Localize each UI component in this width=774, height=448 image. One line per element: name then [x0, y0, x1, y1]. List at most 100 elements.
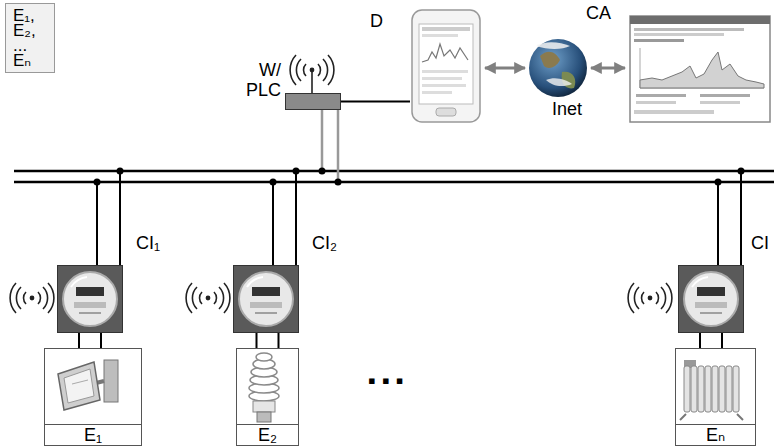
screenshot-frame: [630, 16, 770, 122]
internet-globe: Inet: [528, 38, 588, 98]
bulb-base: [253, 401, 275, 412]
junction-dot: [335, 179, 342, 186]
meter-symbol: [233, 265, 299, 333]
junction-dot: [94, 179, 101, 186]
node-label: D: [370, 12, 383, 32]
globe: [529, 39, 587, 97]
junction-dot: [293, 168, 300, 175]
plc-wire: [337, 110, 340, 182]
appliance-box: Eₙ: [675, 348, 756, 446]
junction-dot: [715, 179, 722, 186]
connector-line: [341, 101, 410, 103]
wall-mount: [104, 360, 118, 402]
meter-symbol: [678, 265, 744, 333]
node-label: W/ PLC: [239, 61, 281, 101]
double-arrow: [485, 67, 525, 70]
tube-turn: [256, 353, 272, 361]
wireless-symbol: [10, 283, 54, 313]
lamp-lens: [64, 369, 94, 403]
cloud: [546, 78, 572, 86]
fin: [691, 366, 697, 412]
radiator-illustration: [676, 349, 749, 425]
gateway-box: W/ PLC: [285, 93, 341, 110]
screen-line: [422, 34, 458, 37]
node-text: E₂: [237, 424, 298, 445]
screen-chart: [422, 44, 468, 62]
node-label: CA: [586, 4, 611, 24]
meter-box: CI: [678, 265, 744, 333]
appliance-box: E₁: [44, 348, 142, 446]
text-line: [634, 39, 684, 42]
lamp-head: [58, 362, 100, 410]
fin: [733, 366, 739, 412]
connector-line: [700, 333, 722, 348]
connector-line: [257, 333, 279, 348]
phone-screen: [419, 24, 473, 104]
fin: [698, 366, 704, 412]
fin: [726, 366, 732, 412]
screenshot-illustration: [630, 16, 770, 122]
appliance-box: E₂: [236, 348, 299, 446]
fin: [705, 366, 711, 412]
node-label: CI: [751, 234, 769, 254]
screen-line: [422, 84, 466, 87]
wire: [740, 171, 742, 265]
phone-button: [436, 108, 456, 116]
chart-area: [640, 52, 764, 88]
node-text: E₁, E₂, ... Eₙ: [13, 8, 47, 68]
bus-line: [14, 170, 774, 173]
land: [540, 52, 560, 68]
lamp-glare: [72, 380, 88, 384]
radiator-fins: [684, 366, 739, 412]
wire: [272, 182, 274, 265]
phone-device: D: [410, 8, 482, 124]
junction-dot: [270, 179, 277, 186]
ellipsis-mark: ▪ ▪ ▪: [368, 368, 404, 394]
wire: [717, 182, 719, 265]
meter-box: CI₂: [233, 265, 299, 333]
globe-illustration: [529, 39, 587, 97]
wireless-symbol: [628, 283, 672, 313]
spiral-tube: [249, 353, 279, 401]
screen-line: [422, 70, 468, 73]
phone-illustration: [412, 10, 480, 122]
junction-dot: [738, 168, 745, 175]
junction-dots: [94, 168, 745, 186]
text-line: [636, 94, 686, 97]
web-app: CA: [628, 14, 772, 124]
image-ground: [45, 349, 135, 425]
text-line: [634, 28, 744, 31]
node-text: E₁: [45, 424, 141, 445]
floodlight-illustration: [45, 349, 135, 425]
screen-line: [422, 27, 470, 31]
image-ground: [676, 349, 749, 425]
wire: [295, 171, 297, 265]
wireless-symbol: [290, 55, 334, 85]
foot: [680, 414, 686, 420]
text-line: [634, 110, 714, 114]
meter-symbol: [57, 265, 123, 333]
node-text: Eₙ: [676, 424, 755, 445]
screen-line: [422, 77, 462, 80]
text-line: [636, 101, 676, 104]
meter-wires: [97, 171, 741, 265]
meter-box: CI₁: [57, 265, 123, 333]
screen-line: [422, 91, 452, 94]
bulb-screw: [257, 412, 271, 422]
foot: [737, 414, 743, 420]
list-box: E₁, E₂, ... Eₙ: [5, 3, 55, 73]
node-label: CI₂: [312, 234, 337, 254]
phone-body: [412, 10, 480, 122]
cfl-bulb-illustration: [237, 349, 292, 425]
fin: [719, 366, 725, 412]
double-arrow: [591, 67, 625, 70]
bus-line: [14, 181, 774, 184]
wire: [119, 171, 121, 265]
text-line: [700, 101, 740, 104]
text-line: [700, 94, 750, 97]
image-ground: [237, 349, 292, 425]
text-line: [634, 33, 724, 36]
fin: [712, 366, 718, 412]
